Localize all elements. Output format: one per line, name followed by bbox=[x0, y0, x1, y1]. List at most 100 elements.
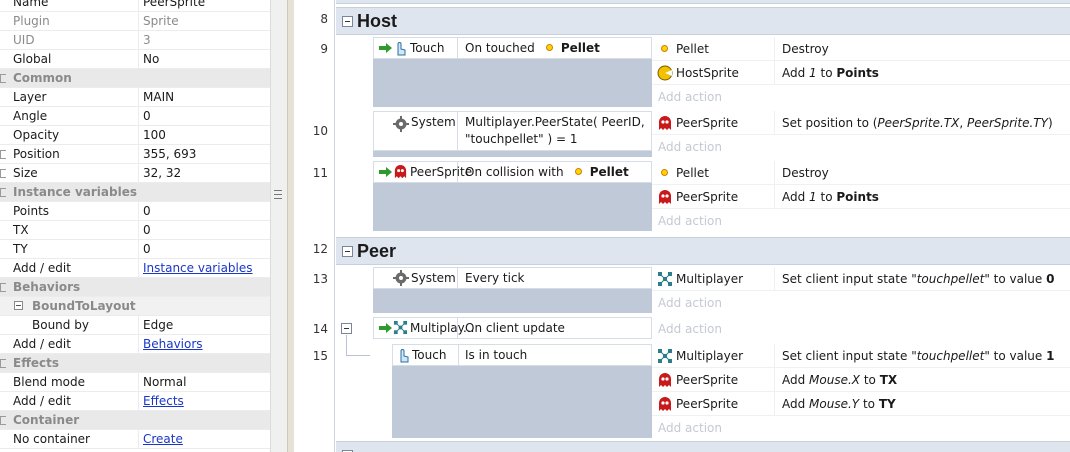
prop-row-points[interactable]: Points 0 bbox=[0, 202, 270, 221]
collapse-toggle-icon[interactable] bbox=[14, 301, 23, 310]
collapse-icon[interactable] bbox=[0, 359, 6, 368]
add-action-row[interactable]: Add action bbox=[652, 85, 1070, 109]
create-container-link[interactable]: Create bbox=[143, 432, 183, 446]
category-label: Behaviors bbox=[13, 280, 81, 294]
prop-category-instance-variables[interactable]: Instance variables bbox=[0, 183, 270, 202]
prop-value[interactable]: PeerSprite bbox=[143, 0, 206, 9]
prop-row-uid[interactable]: UID 3 bbox=[0, 31, 270, 50]
collapse-toggle-icon[interactable] bbox=[342, 16, 353, 27]
prop-value[interactable]: 0 bbox=[143, 204, 151, 218]
add-action-link[interactable]: Add action bbox=[658, 296, 722, 310]
prop-value[interactable]: 0 bbox=[143, 109, 151, 123]
add-action-link[interactable]: Add action bbox=[658, 214, 722, 228]
behaviors-link[interactable]: Behaviors bbox=[143, 337, 203, 351]
prop-value[interactable]: 0 bbox=[143, 242, 151, 256]
prop-row-add-edit-effects[interactable]: Add / edit Effects bbox=[0, 392, 270, 411]
collapse-icon[interactable] bbox=[0, 283, 6, 292]
sub-event-block[interactable]: Touch Is in touch bbox=[392, 344, 652, 438]
prop-row-opacity[interactable]: Opacity 100 bbox=[0, 126, 270, 145]
collapse-toggle-icon[interactable] bbox=[342, 450, 353, 452]
condition-object[interactable]: Touch bbox=[393, 345, 459, 365]
action-row[interactable]: Pellet Destroy bbox=[652, 161, 1070, 185]
prop-row-tx[interactable]: TX 0 bbox=[0, 221, 270, 240]
action-row[interactable]: PeerSprite Set position to (PeerSprite.T… bbox=[652, 111, 1070, 135]
panel-splitter[interactable] bbox=[270, 0, 295, 452]
prop-row-add-edit-behaviors[interactable]: Add / edit Behaviors bbox=[0, 335, 270, 354]
group-host[interactable]: Host bbox=[336, 7, 1070, 35]
condition-object[interactable]: Touch bbox=[374, 38, 458, 58]
condition-row[interactable]: Multiplay... On client update bbox=[373, 317, 652, 339]
condition-object[interactable]: System bbox=[374, 268, 458, 288]
action-row[interactable]: PeerSprite Add Mouse.X to TX bbox=[652, 368, 1070, 392]
condition-object[interactable]: PeerSprite bbox=[374, 162, 472, 182]
add-action-link[interactable]: Add action bbox=[658, 421, 722, 435]
prop-row-global[interactable]: Global No bbox=[0, 50, 270, 69]
add-action-link[interactable]: Add action bbox=[658, 90, 722, 104]
collapse-toggle-icon[interactable] bbox=[341, 323, 352, 334]
expand-icon[interactable] bbox=[0, 169, 6, 178]
condition-row[interactable]: Touch Is in touch bbox=[392, 344, 652, 366]
action-row[interactable]: Multiplayer Set client input state "touc… bbox=[652, 267, 1070, 291]
add-action-row[interactable]: Add action bbox=[652, 209, 1070, 233]
add-action-row[interactable]: Add action bbox=[652, 416, 1070, 440]
action-row[interactable]: Multiplayer Set client input state "touc… bbox=[652, 344, 1070, 368]
prop-value[interactable]: 32, 32 bbox=[143, 166, 182, 180]
prop-row-ty[interactable]: TY 0 bbox=[0, 240, 270, 259]
add-action-link[interactable]: Add action bbox=[658, 322, 722, 336]
prop-value[interactable]: Edge bbox=[143, 318, 174, 332]
event-block[interactable]: Touch On touched Pellet bbox=[373, 37, 652, 107]
collapse-icon[interactable] bbox=[0, 188, 6, 197]
prop-category-container[interactable]: Container bbox=[0, 411, 270, 430]
action-row[interactable]: PeerSprite Add Mouse.Y to TY bbox=[652, 392, 1070, 416]
prop-value[interactable]: No bbox=[143, 52, 160, 66]
prop-value[interactable]: 355, 693 bbox=[143, 147, 197, 161]
event-block[interactable]: Multiplay... On client update bbox=[373, 317, 652, 339]
event-block[interactable]: PeerSprite On collision with Pellet bbox=[373, 161, 652, 231]
add-action-link[interactable]: Add action bbox=[658, 140, 722, 154]
prop-value[interactable]: Normal bbox=[143, 375, 187, 389]
condition-row[interactable]: System Every tick bbox=[373, 267, 652, 289]
action-row[interactable]: Pellet Destroy bbox=[652, 37, 1070, 61]
condition-object[interactable]: System bbox=[374, 112, 458, 150]
prop-row-add-edit-variables[interactable]: Add / edit Instance variables bbox=[0, 259, 270, 278]
prop-value[interactable]: 100 bbox=[143, 128, 166, 142]
add-action-row[interactable]: Add action bbox=[652, 135, 1070, 159]
prop-value[interactable]: 0 bbox=[143, 223, 151, 237]
prop-row-blend-mode[interactable]: Blend mode Normal bbox=[0, 373, 270, 392]
group-next-partial[interactable] bbox=[336, 441, 1070, 452]
collapse-toggle-icon[interactable] bbox=[342, 246, 353, 257]
splitter-grip-icon[interactable] bbox=[274, 190, 282, 199]
prop-subcategory-boundtolayout[interactable]: BoundToLayout bbox=[0, 297, 270, 316]
condition-row[interactable]: Touch On touched Pellet bbox=[373, 37, 652, 59]
group-peer[interactable]: Peer bbox=[336, 237, 1070, 265]
prop-row-layer[interactable]: Layer MAIN bbox=[0, 88, 270, 107]
prop-category-effects[interactable]: Effects bbox=[0, 354, 270, 373]
prop-value[interactable]: MAIN bbox=[143, 90, 175, 104]
condition-object[interactable]: Multiplay... bbox=[374, 318, 474, 338]
category-label: Common bbox=[13, 71, 72, 85]
action-row[interactable]: HostSprite Add 1 to Points bbox=[652, 61, 1070, 85]
prop-row-size[interactable]: Size 32, 32 bbox=[0, 164, 270, 183]
event-block[interactable]: System Multiplayer.PeerState( PeerID, "t… bbox=[373, 111, 652, 157]
action-row[interactable]: PeerSprite Add 1 to Points bbox=[652, 185, 1070, 209]
condition-row[interactable]: PeerSprite On collision with Pellet bbox=[373, 161, 652, 183]
prop-row-bound-by[interactable]: Bound by Edge bbox=[0, 316, 270, 335]
condition-row[interactable]: System Multiplayer.PeerState( PeerID, "t… bbox=[373, 111, 652, 151]
prop-category-common[interactable]: Common bbox=[0, 69, 270, 88]
prop-row-name[interactable]: Name PeerSprite bbox=[0, 0, 270, 12]
prop-row-position[interactable]: Position 355, 693 bbox=[0, 145, 270, 164]
collapse-icon[interactable] bbox=[0, 416, 6, 425]
prop-label: Size bbox=[13, 166, 38, 180]
collapse-icon[interactable] bbox=[0, 74, 6, 83]
prop-row-plugin[interactable]: Plugin Sprite bbox=[0, 12, 270, 31]
prop-row-angle[interactable]: Angle 0 bbox=[0, 107, 270, 126]
properties-panel: Name PeerSprite Plugin Sprite UID 3 Glob… bbox=[0, 0, 270, 452]
instance-variables-link[interactable]: Instance variables bbox=[143, 261, 253, 275]
add-action-row[interactable]: Add action bbox=[652, 317, 1070, 341]
prop-row-container[interactable]: No container Create bbox=[0, 430, 270, 449]
event-block[interactable]: System Every tick bbox=[373, 267, 652, 313]
prop-category-behaviors[interactable]: Behaviors bbox=[0, 278, 270, 297]
effects-link[interactable]: Effects bbox=[143, 394, 184, 408]
expand-icon[interactable] bbox=[0, 150, 6, 159]
add-action-row[interactable]: Add action bbox=[652, 291, 1070, 315]
